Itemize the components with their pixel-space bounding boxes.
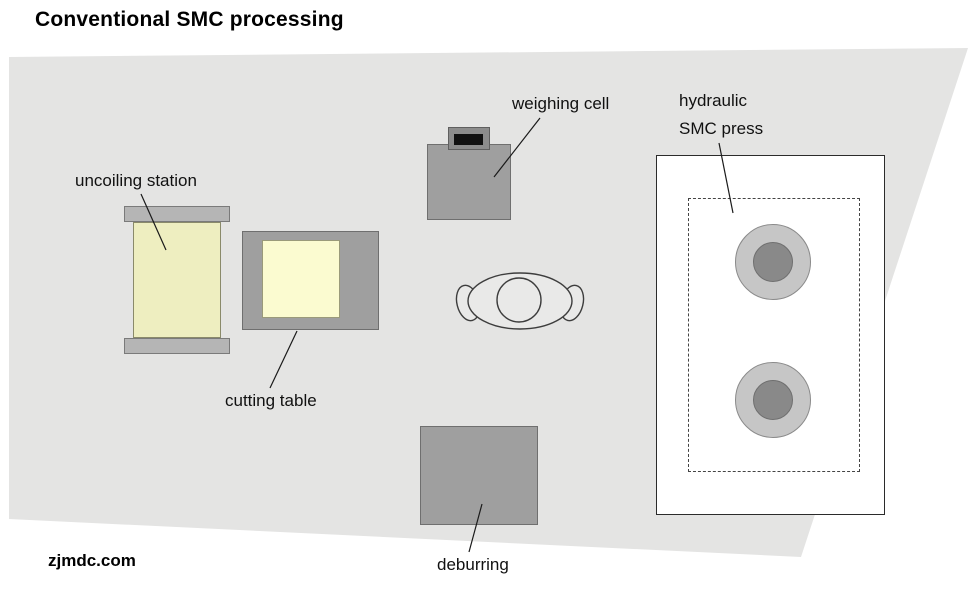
label-press-line1: hydraulic	[679, 91, 748, 110]
weighing-cell-body	[427, 144, 511, 220]
press-dashed-area	[688, 198, 860, 472]
coil-body	[133, 222, 221, 338]
label-weighing-cell: weighing cell	[512, 94, 610, 113]
deburring-station	[420, 426, 538, 525]
cutting-table-sheet	[262, 240, 340, 318]
label-deburring: deburring	[437, 555, 509, 574]
label-uncoiling-station: uncoiling station	[75, 171, 197, 190]
coil-bottom-cap	[124, 338, 230, 354]
coil-top-cap	[124, 206, 230, 222]
press-outline	[656, 155, 885, 515]
page-title: Conventional SMC processing	[35, 8, 344, 31]
watermark: zjmdc.com	[48, 551, 136, 570]
label-cutting-table: cutting table	[225, 391, 317, 410]
press-mold-lower-inner	[753, 380, 793, 420]
label-press-line2: SMC press	[679, 119, 764, 138]
press-mold-upper-inner	[753, 242, 793, 282]
weighing-cell-display	[454, 134, 483, 145]
